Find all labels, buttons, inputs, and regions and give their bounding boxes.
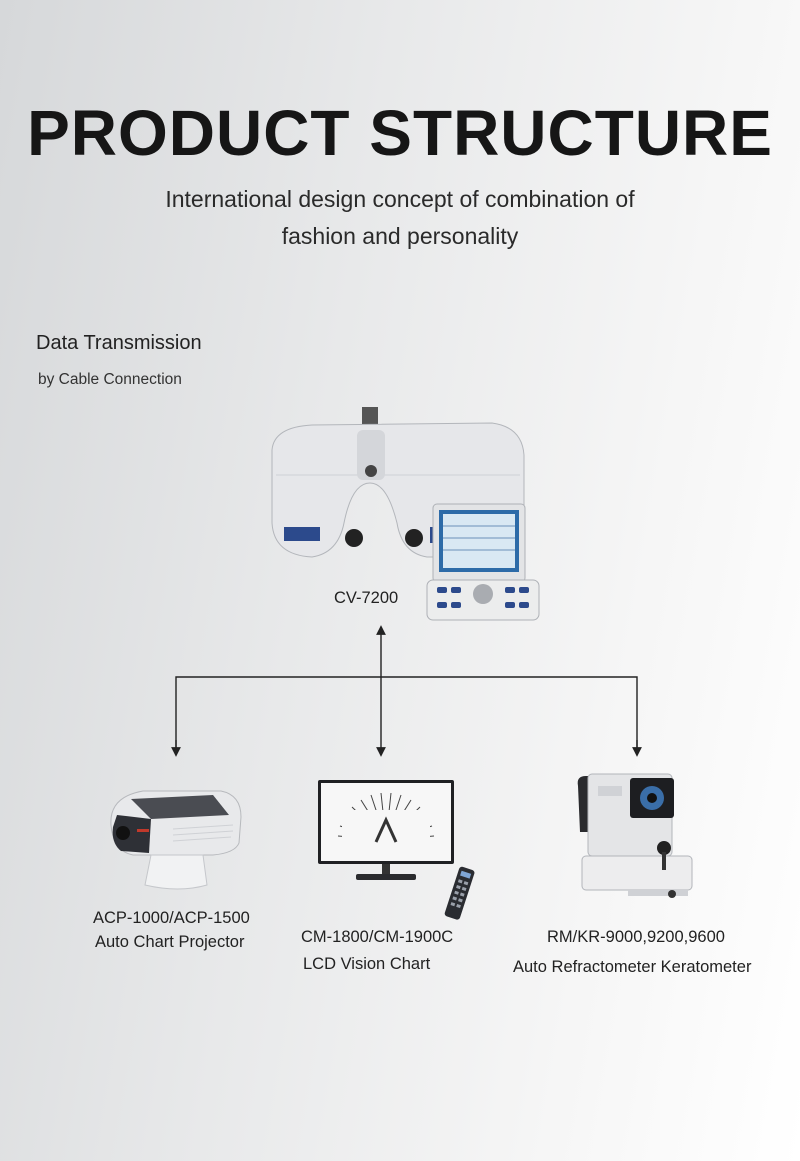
bus-line xyxy=(175,676,638,752)
transmission-subtitle: by Cable Connection xyxy=(38,371,182,388)
device-1-name: Auto Chart Projector xyxy=(95,933,245,951)
auto-refractometer-image xyxy=(577,773,693,898)
hub-model-label: CV-7200 xyxy=(334,589,399,607)
control-unit-image xyxy=(426,503,540,621)
chart-projector-image xyxy=(110,790,242,890)
device-3-name: Auto Refractometer Keratometer xyxy=(513,958,752,976)
device-3-model: RM/KR-9000,9200,9600 xyxy=(547,928,725,946)
page-subtitle-line-2: fashion and personality xyxy=(281,223,519,249)
device-2-model: CM-1800/CM-1900C xyxy=(301,928,454,946)
transmission-title: Data Transmission xyxy=(36,332,202,354)
device-1-model: ACP-1000/ACP-1500 xyxy=(93,909,250,927)
page-subtitle-line-1: International design concept of combinat… xyxy=(165,186,635,212)
lcd-vision-chart-image xyxy=(318,780,475,920)
page-title: PRODUCT STRUCTURE xyxy=(27,97,773,169)
device-2-name: LCD Vision Chart xyxy=(303,955,431,973)
